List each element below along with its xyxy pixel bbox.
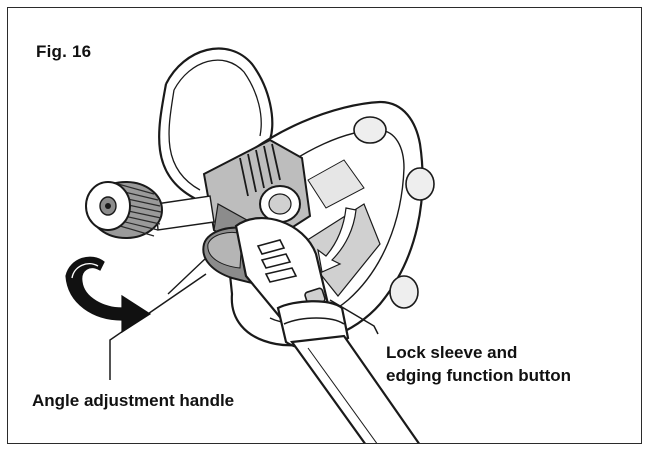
wire-guard xyxy=(158,47,274,209)
lock-sleeve-callout-line2: edging function button xyxy=(386,366,572,385)
lock-sleeve-callout-line1: Lock sleeve and xyxy=(386,343,518,362)
figure-label: Fig. 16 xyxy=(36,42,92,61)
figure-frame: Fig. 16 Angle adjustment handle Lock sle… xyxy=(7,7,642,444)
guard-bump-right xyxy=(405,167,435,201)
wire-guard-inner xyxy=(168,59,262,191)
knob-connector xyxy=(155,195,215,231)
lock-sleeve-callout: Lock sleeve and edging function button xyxy=(386,341,571,387)
angle-handle-callout-text: Angle adjustment handle xyxy=(32,391,235,410)
rotation-arrow xyxy=(65,256,152,334)
guard-panel-upper xyxy=(307,159,365,209)
knob-center-dot xyxy=(105,203,111,209)
lock-sleeve-slots xyxy=(256,239,298,283)
motor-vents xyxy=(239,143,281,197)
shaft-tube xyxy=(290,334,420,443)
guard-bump-lower xyxy=(389,275,419,309)
motor-port-inner xyxy=(268,193,292,215)
guard-bump-top xyxy=(353,116,387,144)
lock-sleeve-leader xyxy=(329,299,379,335)
shaft-collar-ring xyxy=(283,317,345,325)
guard-direction-arrow xyxy=(317,207,357,273)
rotation-arrow-highlight xyxy=(71,262,99,279)
shaft-highlight xyxy=(307,347,378,443)
handle-pointer-line xyxy=(167,257,207,295)
angle-handle-callout: Angle adjustment handle xyxy=(32,389,234,412)
trimmer-illustration xyxy=(65,47,435,443)
angle-handle-leader xyxy=(109,273,207,380)
